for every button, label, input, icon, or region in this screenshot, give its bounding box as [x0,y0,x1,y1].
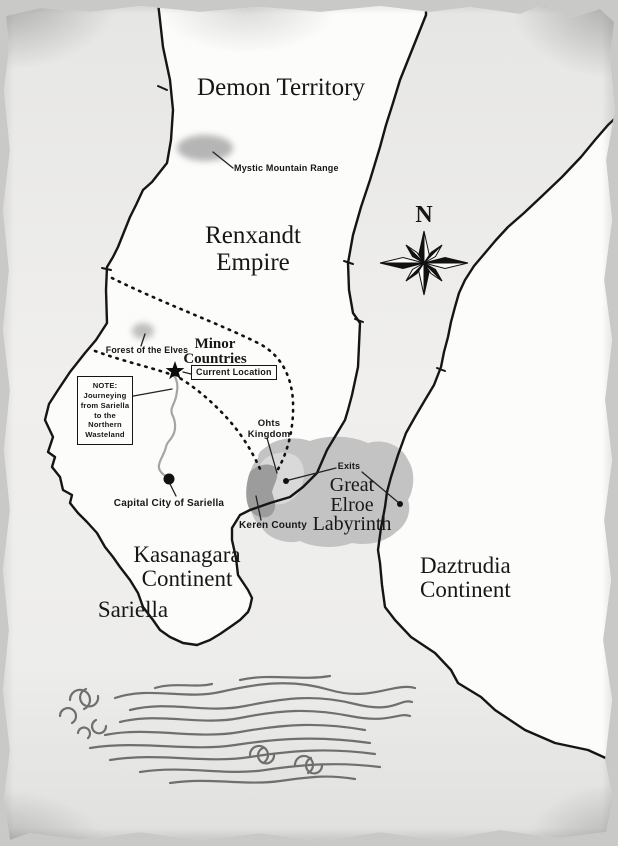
label-keren-county: Keren County [239,520,307,531]
compass-north-letter: N [415,202,433,228]
region-label-minor-countries: Minor Countries [183,336,247,368]
exit-east-dot [397,501,403,507]
forest-of-elves-blob [132,323,154,339]
mystic-mountain-blob [177,135,233,161]
label-forest-of-the-elves: Forest of the Elves [105,345,189,355]
current-location-callout: Current Location [191,365,277,380]
region-label-great-elroe-labyrinth: Great Elroe Labyrinth [312,474,392,536]
region-label-ohts-kingdom: Ohts Kingdom [247,418,291,441]
label-mystic-mountain-range: Mystic Mountain Range [234,163,339,173]
capital-city-dot [163,473,175,485]
region-label-demon-territory: Demon Territory [197,74,365,101]
region-label-kasanagara-continent: Kasanagara Continent [133,542,241,592]
region-label-daztrudia-continent: Daztrudia Continent [420,553,511,603]
region-label-renxandt-empire: Renxandt Empire [205,222,301,276]
region-label-sariella: Sariella [97,597,169,622]
label-exits: Exits [337,461,361,471]
journey-note-box: NOTE: Journeying from Sariella to the No… [77,376,133,446]
label-capital-city-of-sariella: Capital City of Sariella [113,498,225,509]
exit-west-dot [283,478,289,484]
